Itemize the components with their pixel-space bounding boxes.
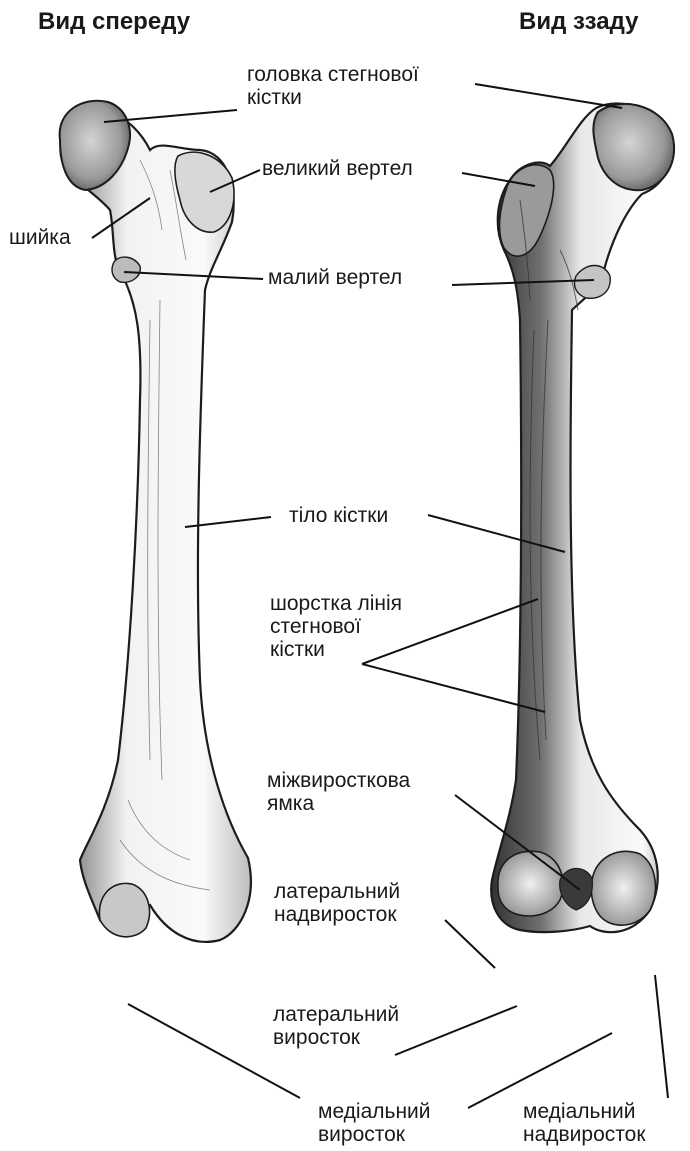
femur-front-body bbox=[60, 111, 250, 942]
label-linea-aspera-line-1: шорстка лінія bbox=[270, 592, 402, 615]
leader-lateral-epicondyle bbox=[445, 920, 495, 968]
label-lateral-epicondyle: латеральний надвиросток bbox=[274, 880, 400, 926]
label-linea-aspera-line-3: кістки bbox=[270, 638, 402, 661]
femur-front-medial-condyle-shape bbox=[99, 883, 149, 936]
label-medial-epicondyle-line-2: надвиросток bbox=[523, 1123, 646, 1146]
label-shaft: тіло кістки bbox=[289, 504, 388, 527]
front-view-title: Вид спереду bbox=[38, 8, 190, 36]
femur-back-lateral-condyle-shape bbox=[498, 851, 563, 916]
label-medial-condyle: медіальний виросток bbox=[318, 1100, 431, 1146]
femur-front-view bbox=[60, 101, 251, 942]
label-intercondylar-fossa-line-2: ямка bbox=[267, 792, 410, 815]
label-lateral-condyle-line-2: виросток bbox=[273, 1026, 399, 1049]
label-intercondylar-fossa-line-1: міжвиросткова bbox=[267, 769, 410, 792]
label-head-line-1: головка стегнової bbox=[247, 63, 419, 86]
femur-back-view bbox=[491, 103, 674, 932]
label-linea-aspera-line-2: стегнової bbox=[270, 615, 402, 638]
leader-linea-aspera-lower bbox=[362, 664, 545, 712]
leader-lateral-condyle bbox=[395, 1006, 517, 1055]
label-greater-trochanter: великий вертел bbox=[262, 157, 413, 180]
leader-head-back bbox=[475, 84, 622, 108]
label-lateral-epicondyle-line-2: надвиросток bbox=[274, 903, 400, 926]
femur-front-lesser-trochanter-shape bbox=[112, 257, 140, 282]
back-view-title: Вид ззаду bbox=[519, 8, 638, 36]
femur-back-medial-condyle-shape bbox=[591, 851, 655, 925]
leader-medial-epicondyle bbox=[655, 975, 668, 1098]
label-lesser-trochanter: малий вертел bbox=[268, 266, 402, 289]
label-head-line-2: кістки bbox=[247, 86, 419, 109]
label-shaft-line-1: тіло кістки bbox=[289, 504, 388, 527]
label-lesser-trochanter-line-1: малий вертел bbox=[268, 266, 402, 289]
label-linea-aspera: шорстка лінія стегнової кістки bbox=[270, 592, 402, 661]
label-intercondylar-fossa: міжвиросткова ямка bbox=[267, 769, 410, 815]
label-medial-epicondyle-line-1: медіальний bbox=[523, 1100, 646, 1123]
label-lateral-epicondyle-line-1: латеральний bbox=[274, 880, 400, 903]
label-lateral-condyle: латеральний виросток bbox=[273, 1003, 399, 1049]
label-medial-epicondyle: медіальний надвиросток bbox=[523, 1100, 646, 1146]
leader-medial-condyle-back bbox=[468, 1033, 612, 1108]
label-neck: шийка bbox=[9, 226, 71, 249]
label-lateral-condyle-line-1: латеральний bbox=[273, 1003, 399, 1026]
label-head: головка стегнової кістки bbox=[247, 63, 419, 109]
label-medial-condyle-line-2: виросток bbox=[318, 1123, 431, 1146]
label-neck-line-1: шийка bbox=[9, 226, 71, 249]
label-medial-condyle-line-1: медіальний bbox=[318, 1100, 431, 1123]
label-greater-trochanter-line-1: великий вертел bbox=[262, 157, 413, 180]
